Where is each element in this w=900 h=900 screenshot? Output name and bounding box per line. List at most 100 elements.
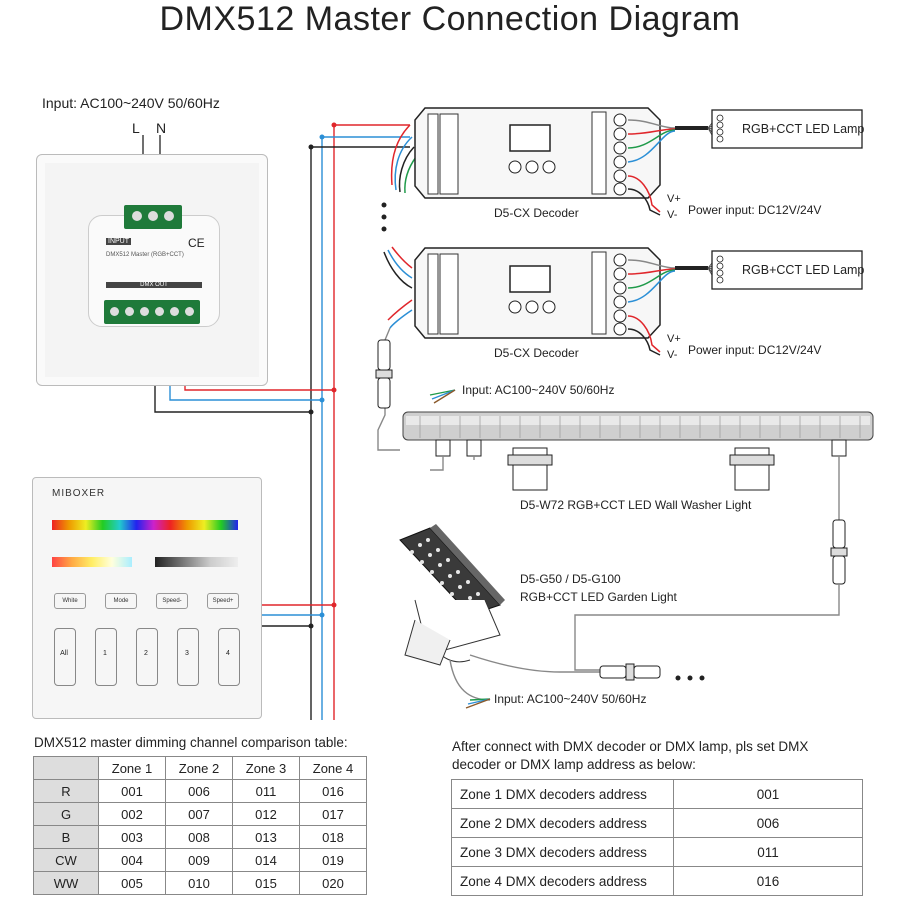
brand-logo: MIBOXER <box>52 488 106 499</box>
table-cell: 001 <box>98 779 166 803</box>
address-caption-1: After connect with DMX decoder or DMX la… <box>452 739 809 754</box>
channel-name: G <box>33 802 99 826</box>
table-header-row: Zone 1 Zone 2 Zone 3 Zone 4 <box>33 756 367 780</box>
terminal-N-label: N <box>156 120 167 136</box>
decoder-1-label: D5-CX Decoder <box>494 206 579 220</box>
zone-address-label: Zone 2 DMX decoders address <box>451 808 674 838</box>
table-header: Zone 2 <box>165 756 233 780</box>
terminal-screw <box>132 211 142 221</box>
zone-button-1[interactable] <box>95 628 117 686</box>
dmx-out-terminal-block <box>104 300 200 324</box>
terminal-screw <box>164 211 174 221</box>
table-cell: 010 <box>165 871 233 895</box>
color-wheel-strip[interactable] <box>52 520 238 530</box>
terminal-screw <box>140 307 149 316</box>
decoder-2-label: D5-CX Decoder <box>494 346 579 360</box>
zone-label: 3 <box>185 650 189 657</box>
zone-address-value: 001 <box>673 779 863 809</box>
zone-label: 4 <box>226 650 230 657</box>
decoder-1-vminus: V- <box>667 209 678 221</box>
terminal-screw <box>185 307 194 316</box>
table-header: Zone 4 <box>299 756 367 780</box>
table-row: Zone 1 DMX decoders address 001 <box>451 779 863 809</box>
garden-input-label: Input: AC100~240V 50/60Hz <box>494 692 647 706</box>
continuation-dots <box>381 202 387 232</box>
panel-button-speed-minus[interactable]: Speed- <box>156 593 188 609</box>
table-cell: 017 <box>299 802 367 826</box>
table-cell: 004 <box>98 848 166 872</box>
channel-table: Zone 1 Zone 2 Zone 3 Zone 4 R 001 006 01… <box>33 756 367 895</box>
table-row: R 001 006 011 016 <box>33 779 367 803</box>
model-line: DMX512 Master (RGB+CCT) <box>106 252 184 258</box>
decoder-2-device <box>414 247 661 339</box>
table-header: Zone 3 <box>232 756 300 780</box>
table-header <box>33 756 99 780</box>
terminal-screw <box>155 307 164 316</box>
zone-address-value: 011 <box>673 837 863 867</box>
address-table: Zone 1 DMX decoders address 001 Zone 2 D… <box>451 779 863 896</box>
panel-button-speed-plus[interactable]: Speed+ <box>207 593 239 609</box>
decoder1-input-wires <box>390 124 417 194</box>
terminal-screw <box>170 307 179 316</box>
zone-label: 1 <box>103 650 107 657</box>
table-row: CW 004 009 014 019 <box>33 848 367 872</box>
brightness-strip[interactable] <box>155 557 238 567</box>
warm-white-strip[interactable] <box>52 557 132 567</box>
garden-light-label-1: D5-G50 / D5-G100 <box>520 572 621 586</box>
zone-address-label: Zone 1 DMX decoders address <box>451 779 674 809</box>
table-cell: 008 <box>165 825 233 849</box>
zone-button-2[interactable] <box>136 628 158 686</box>
channel-name: R <box>33 779 99 803</box>
decoder-2-power-label: Power input: DC12V/24V <box>688 343 822 357</box>
xlr-connector-1 <box>375 339 393 409</box>
master-input-label: Input: AC100~240V 50/60Hz <box>42 95 220 111</box>
input-tag: INPUT <box>106 238 131 245</box>
lamp-1-label: RGB+CCT LED Lamp <box>742 122 865 136</box>
lamp-2-box <box>711 250 863 290</box>
table-row: Zone 2 DMX decoders address 006 <box>451 808 863 838</box>
lamp-2-label: RGB+CCT LED Lamp <box>742 263 865 277</box>
lamp-1-box <box>711 109 863 149</box>
washer-input-label: Input: AC100~240V 50/60Hz <box>462 383 615 397</box>
garden-light-label-2: RGB+CCT LED Garden Light <box>520 590 677 604</box>
continuation-dots-2 <box>675 675 705 681</box>
diagram-title: DMX512 Master Connection Diagram <box>159 0 741 38</box>
decoder-2-vplus: V+ <box>667 333 681 345</box>
xlr-connector-3 <box>599 663 661 681</box>
table-row: Zone 4 DMX decoders address 016 <box>451 866 863 896</box>
terminal-screw <box>110 307 119 316</box>
zone-address-value: 016 <box>673 866 863 896</box>
terminal-screw <box>125 307 134 316</box>
table-cell: 014 <box>232 848 300 872</box>
miboxer-touch-panel <box>32 477 262 719</box>
table-cell: 007 <box>165 802 233 826</box>
zone-button-3[interactable] <box>177 628 199 686</box>
zone-button-all[interactable] <box>54 628 76 686</box>
terminal-screw <box>148 211 158 221</box>
xlr-connector-2 <box>830 519 848 585</box>
channel-name: WW <box>33 871 99 895</box>
channel-name: CW <box>33 848 99 872</box>
decoder-1-vplus: V+ <box>667 193 681 205</box>
panel-button-mode[interactable]: Mode <box>105 593 137 609</box>
decoder-1-device <box>414 107 661 199</box>
decoder-2-vminus: V- <box>667 349 678 361</box>
table-cell: 013 <box>232 825 300 849</box>
table-row: B 003 008 013 018 <box>33 825 367 849</box>
zone-address-value: 006 <box>673 808 863 838</box>
garden-light-device <box>399 524 505 666</box>
channel-table-caption: DMX512 master dimming channel comparison… <box>34 735 348 750</box>
zone-address-label: Zone 3 DMX decoders address <box>451 837 674 867</box>
wall-washer-device <box>402 411 874 491</box>
dmx-bus-wires <box>310 125 335 720</box>
address-caption-2: decoder or DMX lamp address as below: <box>452 757 696 772</box>
table-cell: 011 <box>232 779 300 803</box>
decoder2-input-wires <box>383 246 413 329</box>
panel-button-white[interactable]: White <box>54 593 86 609</box>
zone-button-4[interactable] <box>218 628 240 686</box>
table-cell: 018 <box>299 825 367 849</box>
table-cell: 003 <box>98 825 166 849</box>
table-row: WW 005 010 015 020 <box>33 871 367 895</box>
zone-label: All <box>60 650 68 657</box>
